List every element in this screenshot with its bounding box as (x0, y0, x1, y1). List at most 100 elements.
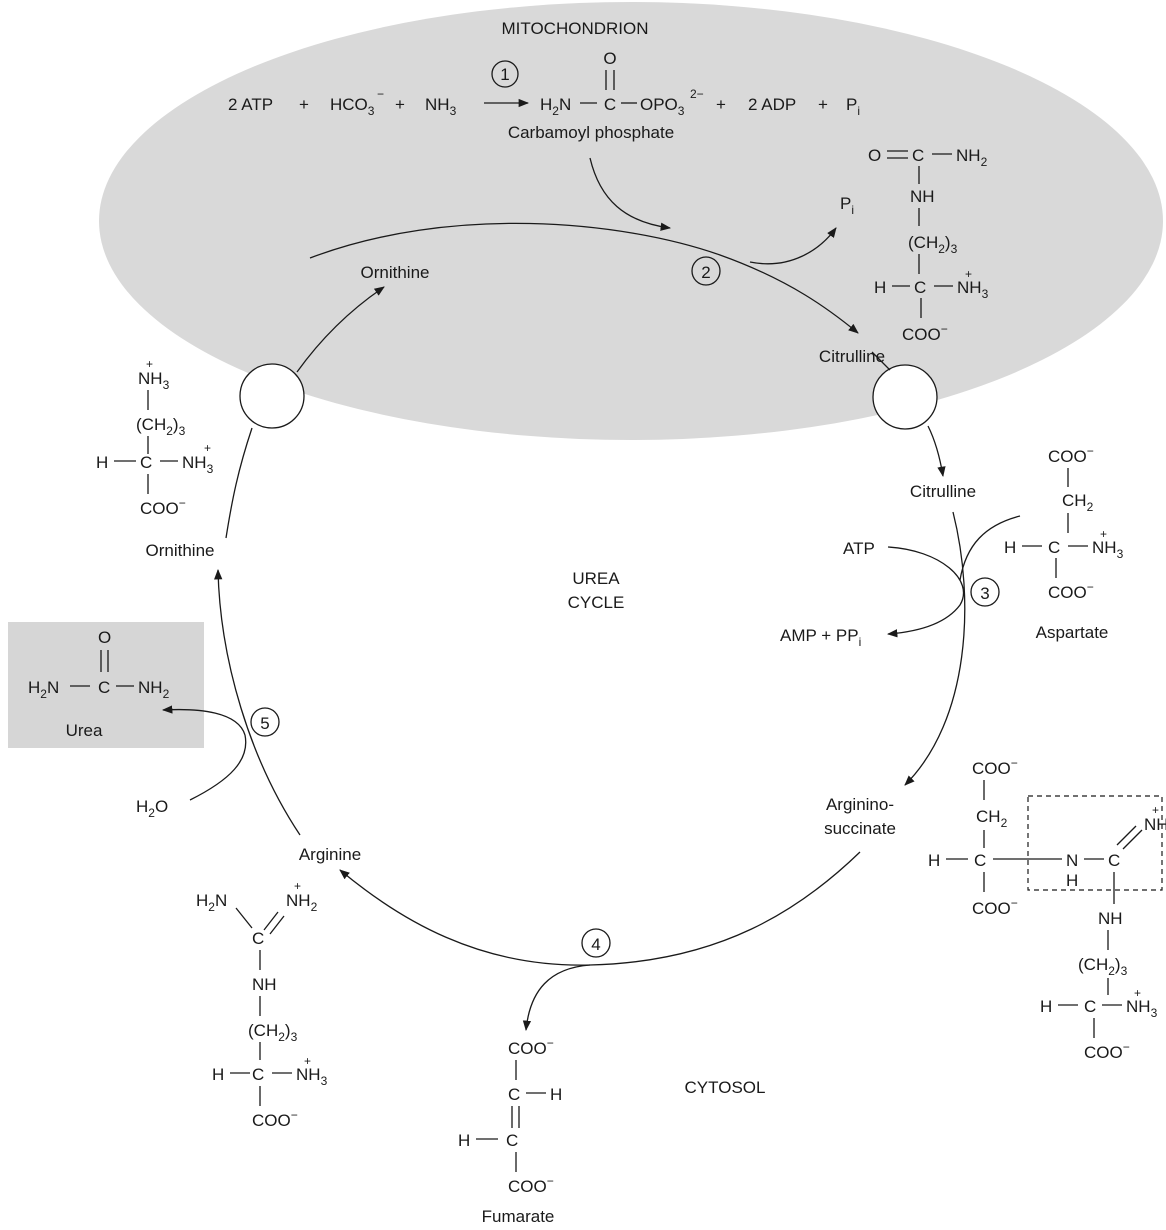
cytosol-label: CYTOSOL (685, 1078, 766, 1097)
step-5-number: 5 (260, 714, 269, 733)
aspartate-label: Aspartate (1036, 623, 1109, 642)
svg-text:+: + (304, 1054, 311, 1068)
svg-text:C: C (1084, 997, 1096, 1016)
reactant-bicarbonate: HCO3 (330, 95, 375, 118)
svg-text:COO−: COO− (972, 896, 1018, 918)
svg-text:H2N: H2N (196, 891, 227, 914)
svg-text:N: N (1066, 851, 1078, 870)
svg-text:COO−: COO− (140, 496, 186, 518)
plus-sign: + (818, 95, 828, 114)
reactant-atp: 2 ATP (228, 95, 273, 114)
svg-text:NH3: NH3 (296, 1065, 328, 1088)
svg-text:+: + (1134, 986, 1141, 1000)
citrulline-structure: O C NH2 NH (CH2)3 H C NH3 + COO− (868, 146, 989, 344)
arginine-label: Arginine (299, 845, 361, 864)
svg-text:(CH2)3: (CH2)3 (908, 233, 958, 256)
ornithine-cytosol-label: Ornithine (146, 541, 215, 560)
step-1-number: 1 (500, 65, 509, 84)
svg-text:NH3: NH3 (1092, 538, 1124, 561)
svg-text:H: H (212, 1065, 224, 1084)
water-label: H2O (136, 797, 168, 820)
svg-text:C: C (912, 146, 924, 165)
svg-text:H2N: H2N (540, 95, 571, 118)
svg-text:+: + (204, 441, 211, 455)
svg-text:CH2: CH2 (976, 807, 1008, 830)
svg-text:C: C (508, 1085, 520, 1104)
svg-text:+: + (146, 357, 153, 371)
svg-text:O: O (868, 146, 881, 165)
svg-text:NH3: NH3 (957, 278, 989, 301)
plus-sign: + (395, 95, 405, 114)
step-2-marker (691, 256, 721, 286)
svg-text:C: C (974, 851, 986, 870)
svg-text:COO−: COO− (1048, 580, 1094, 602)
svg-text:+: + (294, 879, 301, 893)
urea-structure: O H2N C NH2 (28, 628, 170, 701)
svg-text:H2N: H2N (28, 678, 59, 701)
svg-text:C: C (140, 453, 152, 472)
svg-text:NH3: NH3 (182, 453, 214, 476)
ornithine-transporter (239, 363, 305, 429)
svg-text:C: C (252, 1065, 264, 1084)
svg-text:O: O (603, 49, 616, 68)
svg-text:C: C (1048, 538, 1060, 557)
reaction-1: 2 ATP + HCO3 − + NH3 1 O H2N C OPO3 2− +… (228, 49, 860, 142)
step-1-marker (491, 60, 519, 88)
svg-text:O: O (98, 628, 111, 647)
citrulline-transporter (872, 364, 938, 430)
atp-cytosol-label: ATP (843, 539, 875, 558)
amp-ppi-label: AMP + PPi (780, 626, 861, 649)
product-phosphate: Pi (846, 95, 860, 118)
argininosuccinate-label-2: succinate (824, 819, 896, 838)
argininosuccinate-structure: COO− CH2 H C N H C NH2 + COO− NH (CH2)3 … (928, 756, 1166, 1062)
svg-text:NH: NH (910, 187, 935, 206)
citrulline-cytosol-label: Citrulline (910, 482, 976, 501)
argininosuccinate-label-1: Arginino- (826, 795, 894, 814)
step-5-marker (250, 707, 280, 737)
fumarate-label: Fumarate (482, 1207, 555, 1226)
arginine-structure: H2N C NH2 + NH (CH2)3 H C NH3 + COO− (196, 879, 328, 1130)
svg-text:COO−: COO− (972, 756, 1018, 778)
urea-cycle-label-1: UREA (572, 569, 620, 588)
urea-box (8, 622, 204, 748)
svg-text:+: + (1152, 803, 1159, 817)
svg-text:COO−: COO− (902, 322, 948, 344)
svg-text:2−: 2− (690, 87, 704, 101)
svg-text:H: H (1004, 538, 1016, 557)
svg-text:NH3: NH3 (1126, 997, 1158, 1020)
step-3-marker (970, 577, 1000, 607)
svg-text:C: C (604, 95, 616, 114)
svg-text:NH3: NH3 (138, 369, 170, 392)
svg-text:COO−: COO− (508, 1036, 554, 1058)
svg-text:C: C (506, 1131, 518, 1150)
svg-text:CH2: CH2 (1062, 491, 1094, 514)
svg-text:H: H (550, 1085, 562, 1104)
svg-text:H: H (874, 278, 886, 297)
step-3-number: 3 (980, 584, 989, 603)
svg-text:NH2: NH2 (138, 678, 170, 701)
aspartate-structure: COO− CH2 H C NH3 + COO− (1004, 444, 1124, 602)
svg-text:(CH2)3: (CH2)3 (136, 415, 186, 438)
svg-text:NH: NH (1098, 909, 1123, 928)
urea-label: Urea (66, 721, 103, 740)
svg-text:COO−: COO− (252, 1108, 298, 1130)
mitochondrion-compartment (99, 2, 1163, 440)
fumarate-structure: COO− C H H C COO− (458, 1036, 562, 1196)
svg-text:COO−: COO− (1084, 1040, 1130, 1062)
mitochondrion-label: MITOCHONDRION (501, 19, 648, 38)
ornithine-structure: NH3 + (CH2)3 H C NH3 + COO− (96, 357, 214, 518)
svg-text:(CH2)3: (CH2)3 (248, 1021, 298, 1044)
svg-text:NH: NH (252, 975, 277, 994)
reactant-ammonia: NH3 (425, 95, 457, 118)
svg-text:COO−: COO− (1048, 444, 1094, 466)
svg-text:+: + (1100, 527, 1107, 541)
svg-text:OPO3: OPO3 (640, 95, 685, 118)
svg-text:H: H (96, 453, 108, 472)
product-adp: 2 ADP (748, 95, 796, 114)
svg-text:+: + (965, 267, 972, 281)
svg-text:COO−: COO− (508, 1174, 554, 1196)
svg-text:C: C (252, 929, 264, 948)
svg-text:H: H (928, 851, 940, 870)
svg-text:H: H (1040, 997, 1052, 1016)
